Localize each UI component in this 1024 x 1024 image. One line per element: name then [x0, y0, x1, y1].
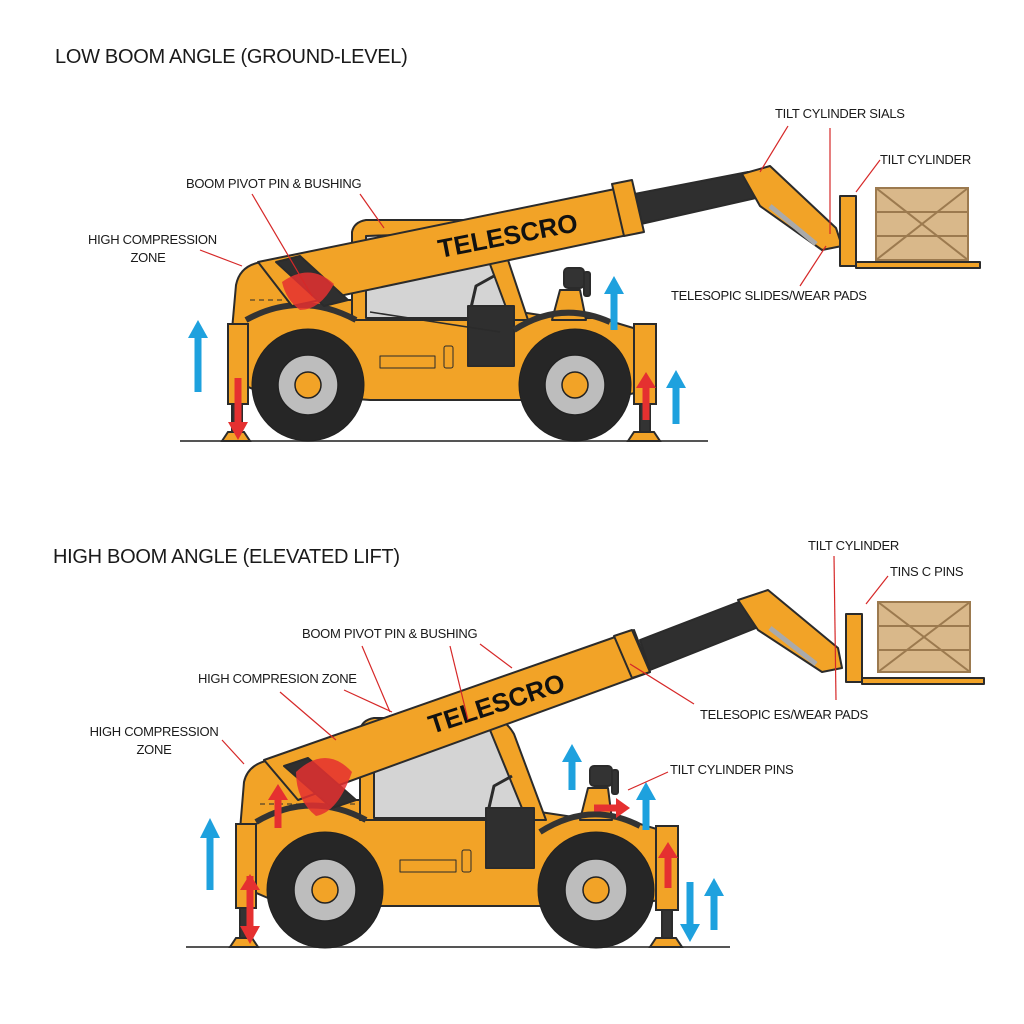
label-line-2: ZONE: [136, 742, 172, 757]
boom: [257, 165, 981, 307]
label-tilt-cylinder: TILT CYLINDER: [880, 152, 971, 167]
rear-wheel: [266, 831, 384, 949]
label-telescopic-wear-pads: TELESOPIC ES/WEAR PADS: [700, 707, 868, 722]
leader-lines: [199, 125, 881, 297]
leader-lines: [221, 555, 889, 791]
compression-zone-marker: [296, 758, 352, 816]
compression-zone-marker: [282, 272, 334, 310]
crate: [875, 187, 969, 261]
label-line-1: HIGH COMPRESSION: [89, 724, 219, 739]
label-telescopic-slides-wear-pads: TELESOPIC SLIDES/WEAR PADS: [671, 288, 867, 303]
label-high-compression-zone-upper: HIGH COMPRESION ZONE: [198, 671, 357, 686]
label-high-compression-zone: HIGH COMPRESSION ZONE: [86, 723, 222, 759]
panel-low-boom: TELESCRO: [180, 125, 981, 442]
force-arrows: [188, 276, 686, 440]
label-tilt-cylinder: TILT CYLINDER: [808, 538, 899, 553]
label-tilt-cylinder-seals: TILT CYLINDER SIALS: [775, 106, 905, 121]
front-wheel: [537, 831, 655, 949]
rear-wheel: [251, 328, 365, 442]
panel-title-high-boom: HIGH BOOM ANGLE (ELEVATED LIFT): [53, 546, 400, 568]
label-high-compression-zone: HIGH COMPRESSION ZONE: [88, 231, 217, 267]
label-line-1: HIGH COMPRESSION: [88, 232, 217, 247]
front-wheel: [518, 328, 632, 442]
panel-title-low-boom: LOW BOOM ANGLE (GROUND-LEVEL): [55, 46, 408, 68]
panel-high-boom: TELESCRO: [186, 555, 985, 949]
crate: [877, 601, 971, 673]
label-boom-pivot-pin-bushing: BOOM PIVOT PIN & BUSHING: [302, 626, 478, 641]
label-tins-pins: TINS C PINS: [890, 564, 964, 579]
label-tilt-cylinder-pins: TILT CYLINDER PINS: [670, 762, 794, 777]
boom: [263, 589, 985, 809]
force-arrows: [200, 744, 724, 944]
label-line-2: ZONE: [130, 250, 166, 265]
label-boom-pivot-pin-bushing: BOOM PIVOT PIN & BUSHING: [186, 176, 362, 191]
